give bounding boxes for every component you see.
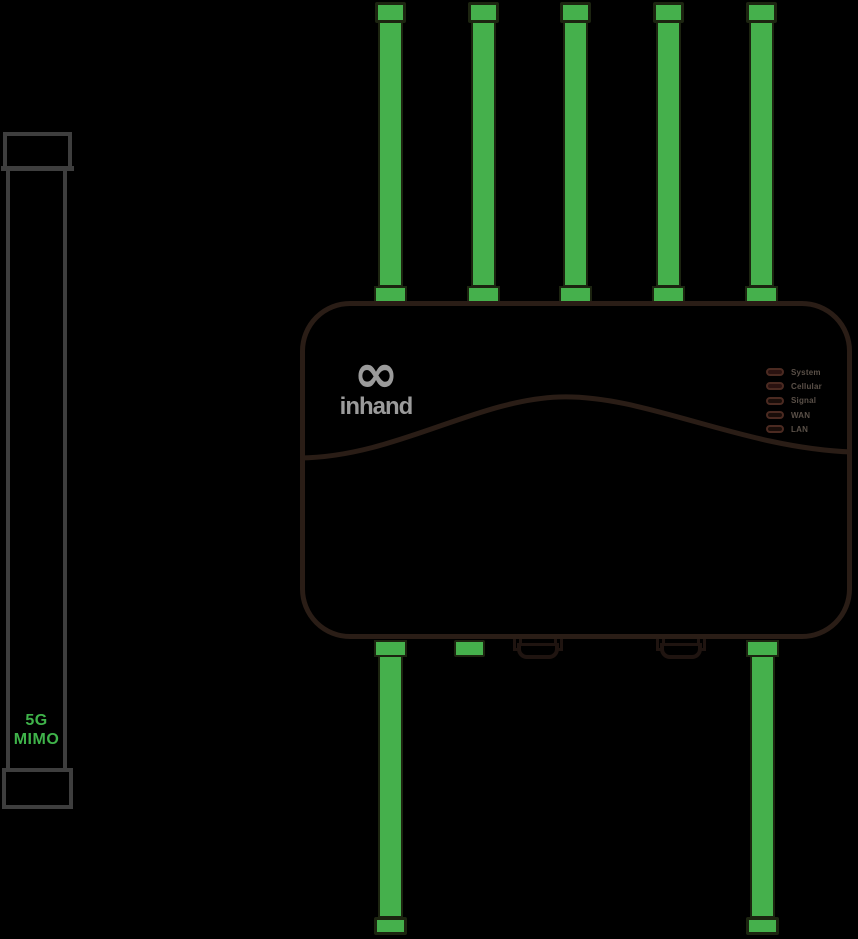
- signal-led-icon: [766, 396, 784, 405]
- top-antenna-4: [652, 0, 686, 305]
- led-panel: System Cellular Signal WAN LAN: [766, 365, 822, 436]
- mimo-antenna-lip: [1, 166, 74, 171]
- led-label: LAN: [791, 424, 809, 434]
- led-label: System: [791, 367, 821, 377]
- antenna-cap: [375, 2, 406, 23]
- led-row-lan: LAN: [766, 422, 822, 436]
- antenna-cap: [468, 2, 499, 23]
- brand-logo-text: inhand: [339, 393, 414, 420]
- antenna-body: [656, 21, 681, 287]
- top-antenna-2: [467, 0, 501, 305]
- bottom-antenna-1: [374, 640, 407, 935]
- antenna-body: [378, 655, 403, 918]
- gland-cup: [517, 643, 559, 659]
- antenna-connector-stub: [454, 640, 485, 657]
- mimo-antenna-base: [2, 768, 73, 809]
- antenna-cap: [746, 917, 779, 935]
- top-antenna-1: [374, 0, 408, 305]
- antenna-body: [471, 21, 496, 287]
- antenna-cap: [653, 2, 684, 23]
- bottom-antenna-2: [746, 640, 779, 935]
- system-led-icon: [766, 368, 784, 377]
- infinity-logo-icon: ∞: [353, 341, 399, 405]
- cable-gland-1: [513, 639, 563, 660]
- mimo-antenna-cap: [3, 132, 72, 170]
- lan-led-icon: [766, 425, 784, 434]
- led-row-signal: Signal: [766, 394, 822, 408]
- antenna-body: [563, 21, 588, 287]
- mimo-antenna-body: 5G MIMO: [6, 171, 67, 768]
- cellular-led-icon: [766, 382, 784, 391]
- mimo-antenna-label: 5G MIMO: [13, 712, 60, 748]
- antenna-body: [750, 655, 775, 918]
- router-enclosure: [300, 301, 852, 639]
- antenna-body: [378, 21, 403, 287]
- antenna-cap: [746, 2, 777, 23]
- top-antenna-3: [559, 0, 593, 305]
- led-row-cellular: Cellular: [766, 379, 822, 393]
- antenna-cap: [374, 917, 407, 935]
- top-antenna-5: [745, 0, 779, 305]
- cable-gland-2: [656, 639, 706, 660]
- gland-cup: [660, 643, 702, 659]
- led-row-system: System: [766, 365, 822, 379]
- wan-led-icon: [766, 411, 784, 420]
- led-label: WAN: [791, 410, 811, 420]
- led-label: Cellular: [791, 381, 822, 391]
- led-row-wan: WAN: [766, 408, 822, 422]
- antenna-cap: [560, 2, 591, 23]
- led-label: Signal: [791, 396, 817, 406]
- antenna-body: [749, 21, 774, 287]
